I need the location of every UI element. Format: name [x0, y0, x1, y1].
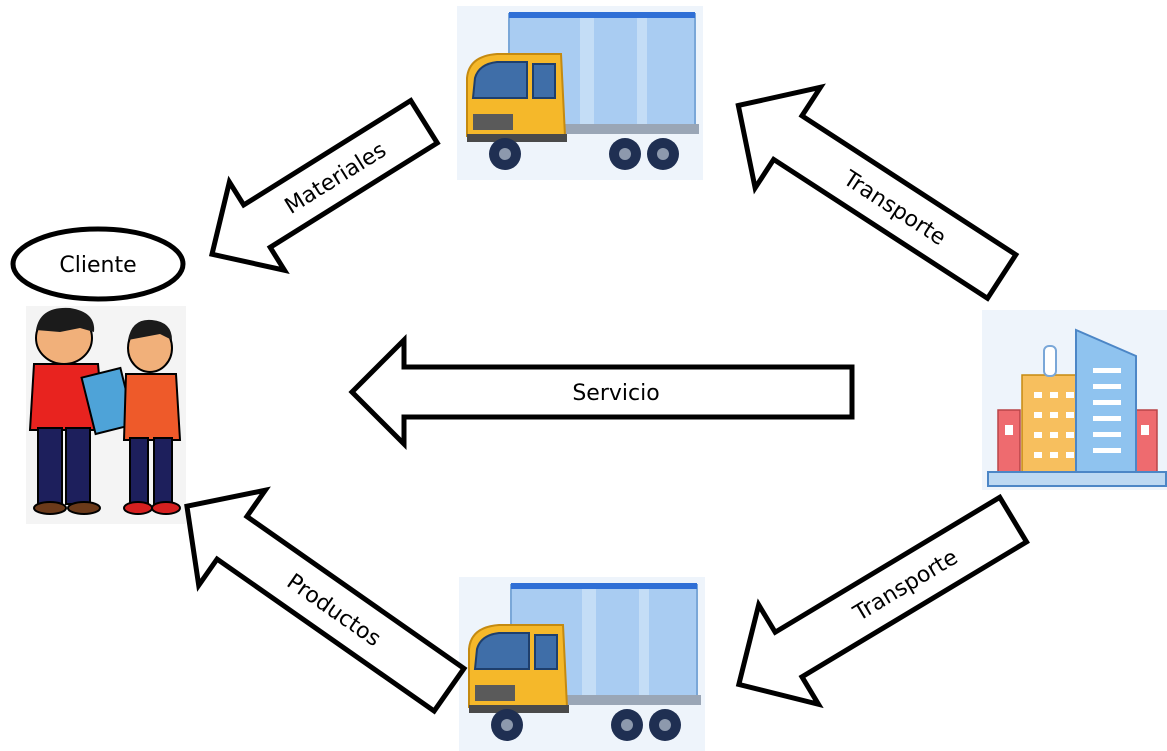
client-people-image — [26, 306, 186, 524]
building-image — [982, 310, 1167, 490]
arrow-servicio: Servicio — [348, 333, 855, 451]
truck-top-image — [457, 6, 703, 180]
client-label: Cliente — [59, 253, 136, 278]
arrow-materiales: Materiales — [208, 97, 441, 274]
arrow-transporte-bottom: Transporte — [735, 493, 1030, 709]
arrow-transporte-top: Transporte — [735, 83, 1020, 302]
truck-bottom-image — [459, 577, 705, 751]
client-ellipse — [10, 226, 186, 302]
arrow-productos: Productos — [184, 486, 468, 715]
arrow-servicio-label: Servicio — [572, 381, 659, 406]
